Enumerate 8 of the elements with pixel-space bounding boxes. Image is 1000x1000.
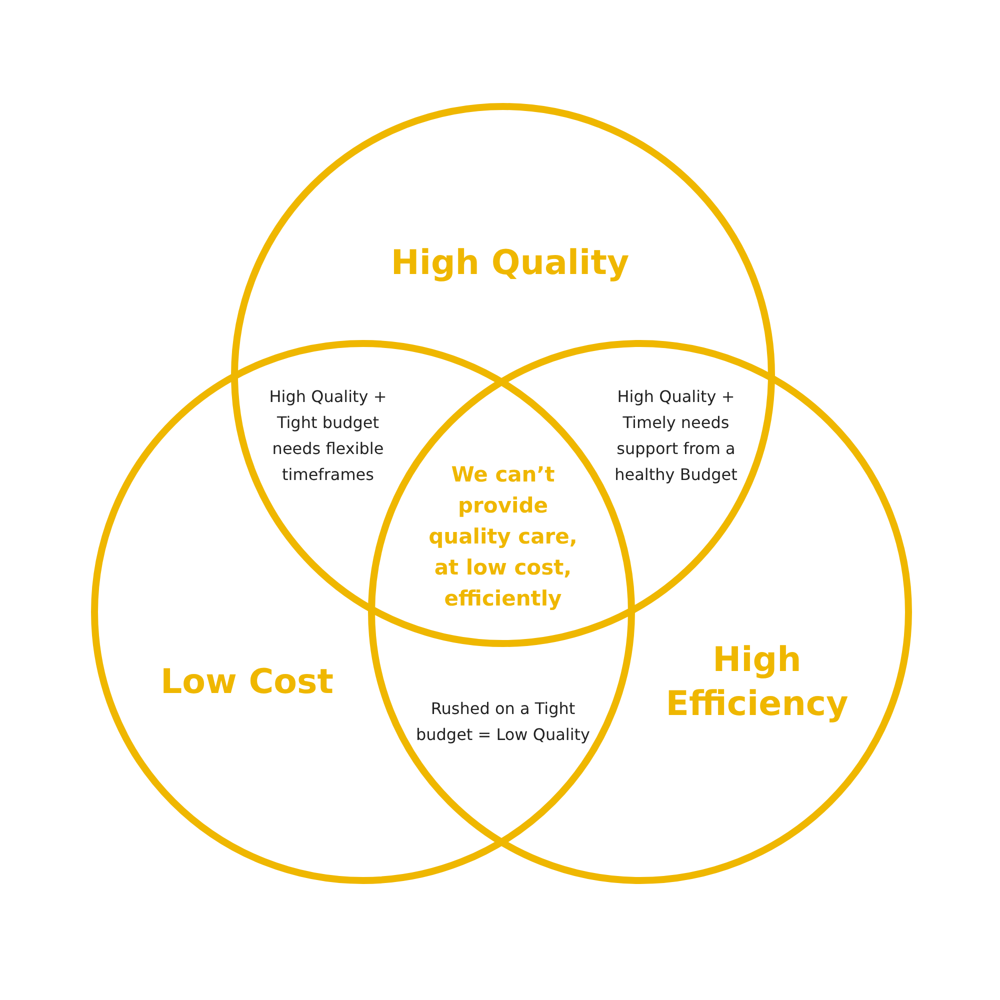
overlap-text: Rushed on a Tight budget = Low Quality <box>414 698 592 746</box>
circle-title: Low Cost <box>159 661 335 704</box>
circle-title: High Efficiency <box>664 639 850 726</box>
circle-title: High Quality <box>390 242 630 285</box>
overlap-text: High Quality + Tight budget needs flexible timeframes <box>268 386 388 486</box>
center-overlap-text: We can’t provide quality care, at low cost, efficiently <box>428 462 578 612</box>
venn-circle <box>231 103 775 647</box>
overlap-text: High Quality + Timely needs support from a healthy Budget <box>614 386 738 486</box>
